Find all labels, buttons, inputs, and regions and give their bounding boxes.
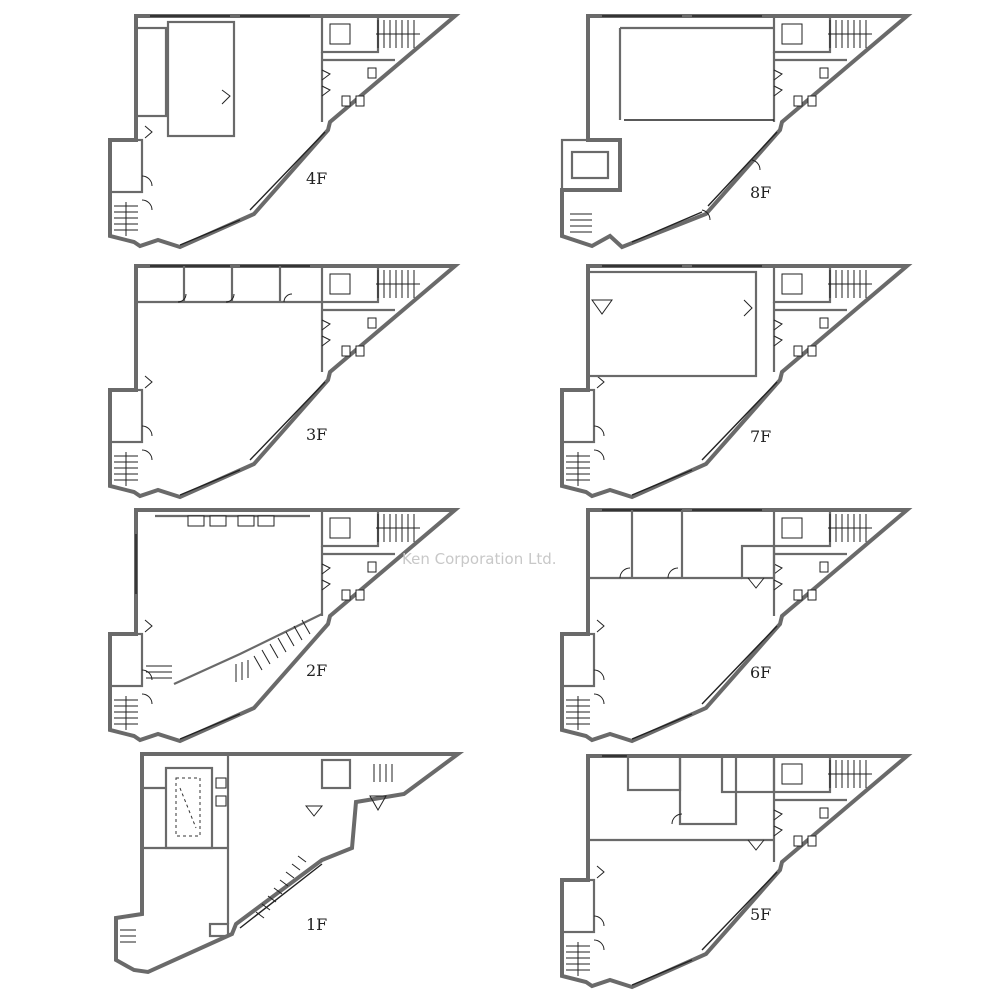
floor-plan-1f: 1F	[114, 752, 465, 975]
floor-plan-4f: 4F	[108, 14, 457, 249]
floor-plan-2f: 2F	[108, 508, 457, 743]
floor-plan-6f: 6F	[560, 508, 909, 743]
floor-plan-3f: 3F	[108, 264, 457, 499]
floor-label: 5F	[750, 905, 771, 924]
floor-label: 1F	[306, 915, 327, 934]
watermark: Ken Corporation Ltd.	[402, 550, 557, 568]
floor-plan-7f: 7F	[560, 264, 909, 499]
floor-plan-5f: 5F	[560, 754, 909, 989]
floor-label: 6F	[750, 663, 771, 682]
floor-label: 3F	[306, 425, 327, 444]
floor-label: 7F	[750, 427, 771, 446]
floor-label: 4F	[306, 169, 327, 188]
floor-label: 8F	[750, 183, 771, 202]
floor-plan-8f: 8F	[560, 14, 913, 250]
floor-label: 2F	[306, 661, 327, 680]
